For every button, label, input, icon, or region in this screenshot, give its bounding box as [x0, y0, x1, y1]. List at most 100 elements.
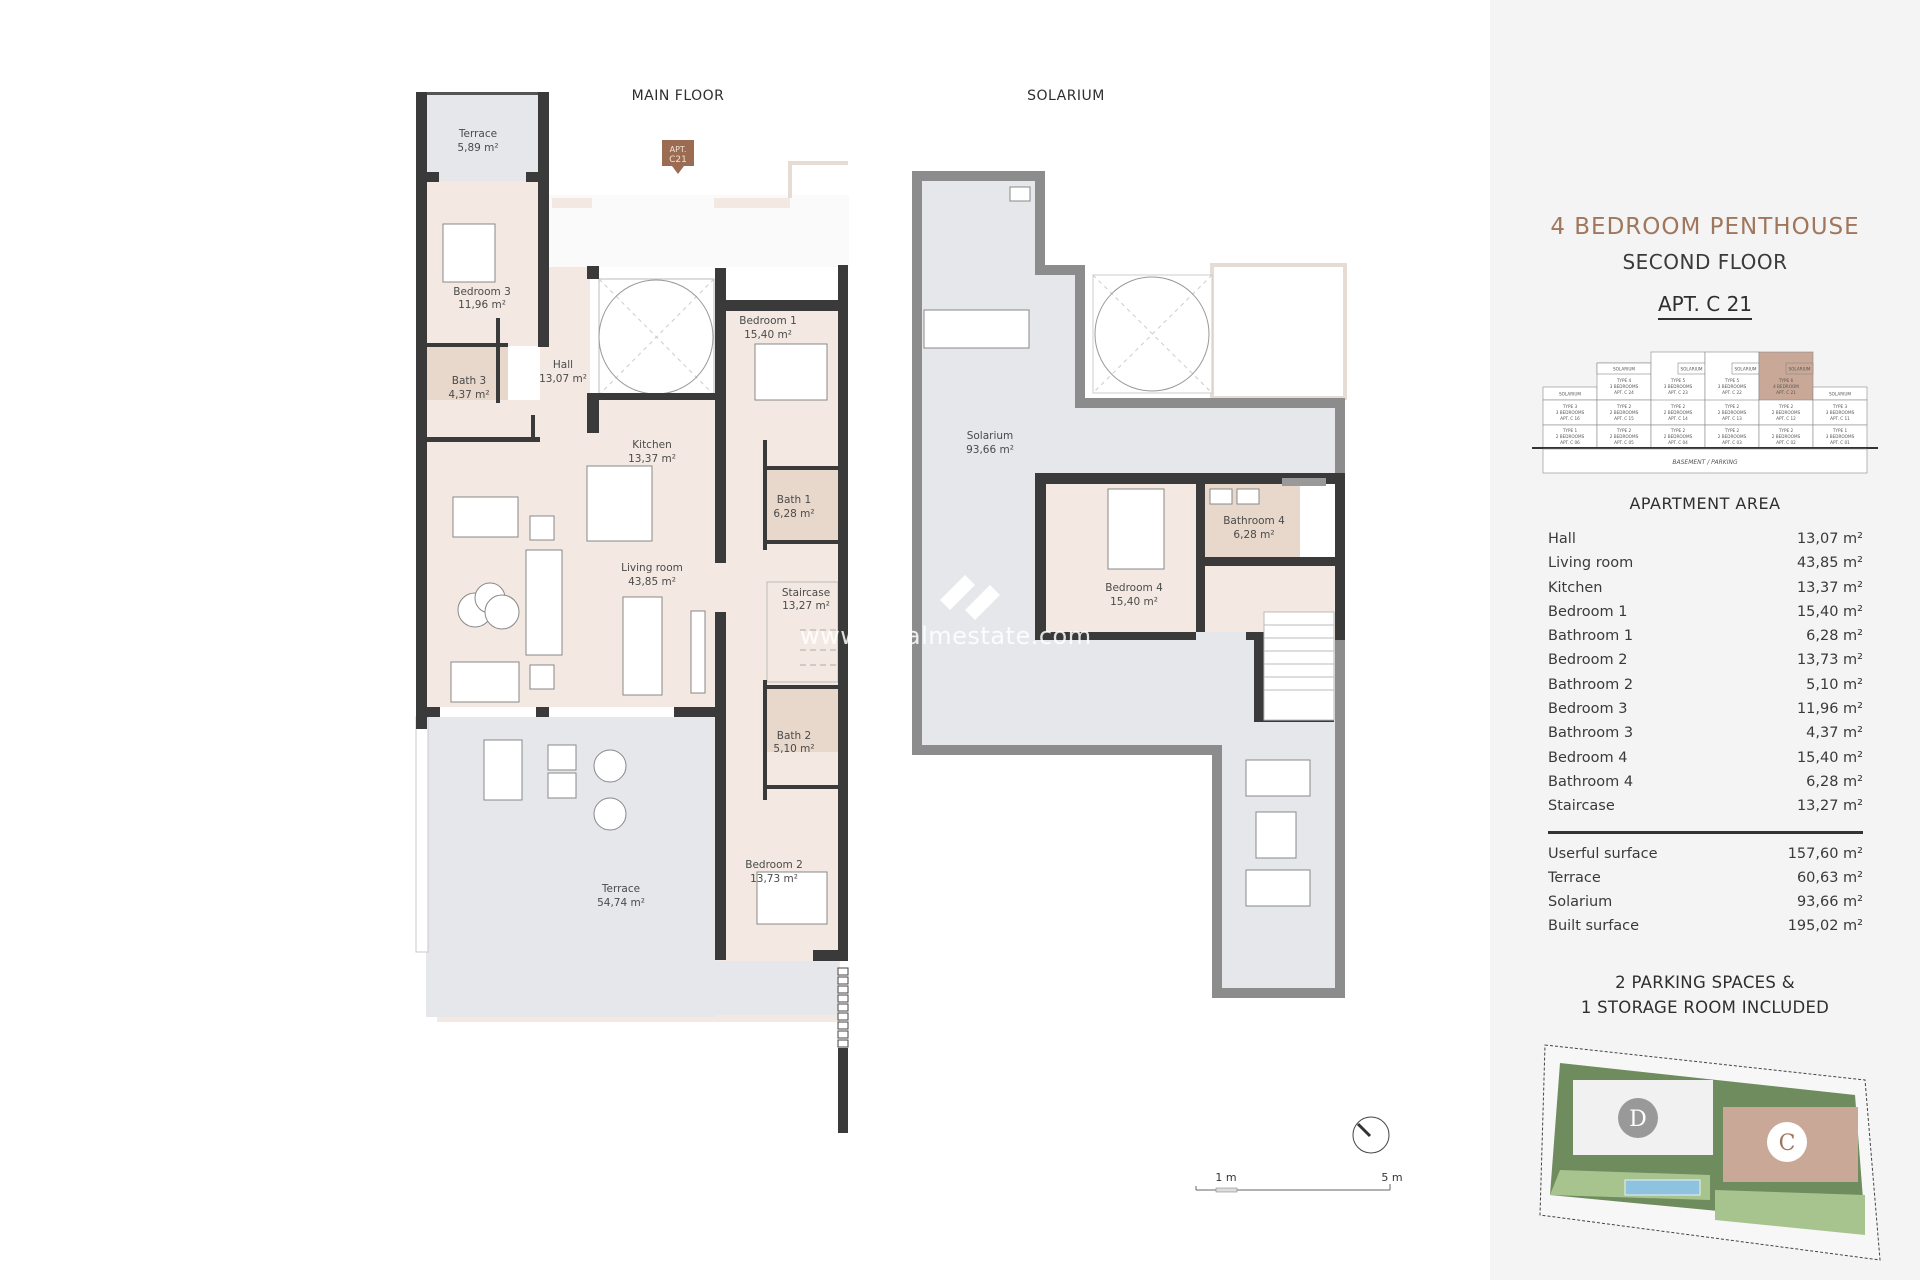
diagram-text: SOLARIUM [1829, 392, 1851, 397]
area-row: Bathroom 3 4,37 m² [1548, 725, 1863, 749]
label-solarium: Solarium [967, 430, 1014, 442]
dining-table-icon [622, 596, 663, 696]
bath2-area[interactable] [767, 685, 838, 752]
svg-text:1 m: 1 m [1215, 1171, 1236, 1184]
diagram-text: APT. C 15 [1614, 416, 1634, 421]
diagram-text: APT. C 01 [1830, 440, 1850, 445]
diagram-text: SOLARIUM [1680, 367, 1702, 372]
area-value: 13,27 m² [1796, 798, 1863, 815]
parking-note: 2 PARKING SPACES & 1 STORAGE ROOM INCLUD… [1580, 973, 1830, 1017]
svg-text:11,96 m²: 11,96 m² [458, 299, 506, 311]
bed-icon [754, 343, 828, 401]
area-label: Kitchen [1548, 579, 1603, 596]
svg-text:5 m: 5 m [1381, 1171, 1402, 1184]
area-row: Kitchen 13,37 m² [1548, 580, 1863, 604]
diagram-text: TYPE 5 [1724, 378, 1740, 383]
label-bedroom1: Bedroom 1 [739, 315, 797, 327]
apartment-id: APT. C 21 [1490, 292, 1920, 320]
diagram-text: APT. C 06 [1560, 440, 1580, 445]
unit-title: 4 BEDROOM PENTHOUSE [1550, 214, 1860, 240]
area-label: Bathroom 3 [1548, 725, 1634, 742]
main-floor-title: MAIN FLOOR [632, 88, 725, 104]
bath3-area[interactable] [426, 347, 508, 405]
living-area[interactable] [426, 400, 716, 707]
sofa-icon [452, 496, 519, 538]
svg-text:54,74 m²: 54,74 m² [597, 897, 645, 909]
diagram-text: SOLARIUM [1788, 367, 1810, 372]
sofa-icon [450, 661, 520, 703]
svg-text:13,07 m²: 13,07 m² [539, 373, 587, 385]
area-heading: APARTMENT AREA [1629, 494, 1781, 513]
diagram-text: TYPE 1 [1832, 428, 1848, 433]
diagram-text: APT. C 04 [1668, 440, 1688, 445]
area-label: Bedroom 2 [1548, 652, 1628, 669]
label-staircase: Staircase [782, 587, 830, 599]
svg-text:13,73 m²: 13,73 m² [750, 873, 798, 885]
diagram-text: TYPE 2 [1724, 404, 1740, 409]
bed-icon [756, 871, 828, 925]
area-value: 157,60 m² [1787, 845, 1863, 862]
area-value: 4,37 m² [1806, 725, 1863, 742]
diagram-text: 2 BEDROOMS [1556, 434, 1585, 439]
area-label: Bedroom 1 [1548, 603, 1628, 620]
area-label: Solarium [1548, 894, 1613, 911]
svg-text:15,40 m²: 15,40 m² [1110, 596, 1158, 608]
diagram-text: SOLARIUM [1613, 367, 1635, 372]
label-terrace-small: Terrace [458, 128, 497, 140]
bath1-area[interactable] [767, 470, 838, 540]
area-label: Hall [1548, 531, 1576, 547]
diagram-text: APT. C 24 [1614, 390, 1634, 395]
area-value: 43,85 m² [1796, 555, 1863, 572]
diagram-text: APT. C 13 [1722, 416, 1742, 421]
terrace-small-area[interactable] [426, 95, 538, 181]
dining-table-icon [923, 309, 1030, 349]
label-bath3: Bath 3 [452, 375, 486, 387]
bed-icon [1107, 488, 1165, 570]
area-label: Terrace [1548, 869, 1601, 886]
svg-text:5,89 m²: 5,89 m² [457, 142, 498, 154]
floor-subtitle: SECOND FLOOR [1622, 250, 1788, 274]
diagram-text: 3 BEDROOMS [1718, 384, 1747, 389]
diagram-text: 2 BEDROOMS [1772, 410, 1801, 415]
unit-cell[interactable] [1758, 399, 1814, 426]
diagram-text: 3 BEDROOMS [1556, 410, 1585, 415]
main-floor-plan: APT. C21 Terrace 5,89 m² Bedroom 3 11,96… [415, 92, 1165, 1133]
area-label: Built surface [1548, 918, 1640, 935]
walls [416, 92, 848, 1133]
label-bedroom4: Bedroom 4 [1105, 582, 1163, 594]
svg-text:5,10 m²: 5,10 m² [773, 743, 814, 755]
unit-cell[interactable] [1650, 399, 1706, 426]
label-bedroom2: Bedroom 2 [745, 859, 803, 871]
area-value: 11,96 m² [1796, 701, 1863, 718]
scale-bar: 1 m 5 m [1195, 1171, 1403, 1193]
apt-marker: APT. C21 [662, 140, 694, 174]
label-terrace-large: Terrace [601, 883, 640, 895]
area-label: Bedroom 4 [1548, 749, 1628, 766]
area-label: Userful surface [1548, 845, 1658, 862]
area-value: 13,37 m² [1796, 579, 1863, 596]
diagram-text: TYPE 2 [1616, 404, 1632, 409]
area-value: 13,73 m² [1796, 652, 1863, 669]
diagram-text: TYPE 2 [1778, 404, 1794, 409]
label-kitchen: Kitchen [632, 439, 671, 451]
basement-cell [1542, 448, 1868, 474]
diagram-text: 3 BEDROOMS [1826, 410, 1855, 415]
svg-text:93,66 m²: 93,66 m² [966, 444, 1014, 456]
area-value: 5,10 m² [1806, 676, 1863, 693]
diagram-text: TYPE 3 [1832, 404, 1848, 409]
unit-cell[interactable] [1596, 399, 1652, 426]
terrace-railing [415, 716, 429, 953]
diagram-text: 2 BEDROOMS [1772, 434, 1801, 439]
diagram-text: TYPE 2 [1670, 404, 1686, 409]
unit-cell[interactable] [1812, 399, 1868, 426]
label-living: Living room [621, 562, 683, 574]
railing [837, 967, 849, 1048]
label-hall: Hall [553, 359, 573, 371]
unit-cell[interactable] [1704, 399, 1760, 426]
